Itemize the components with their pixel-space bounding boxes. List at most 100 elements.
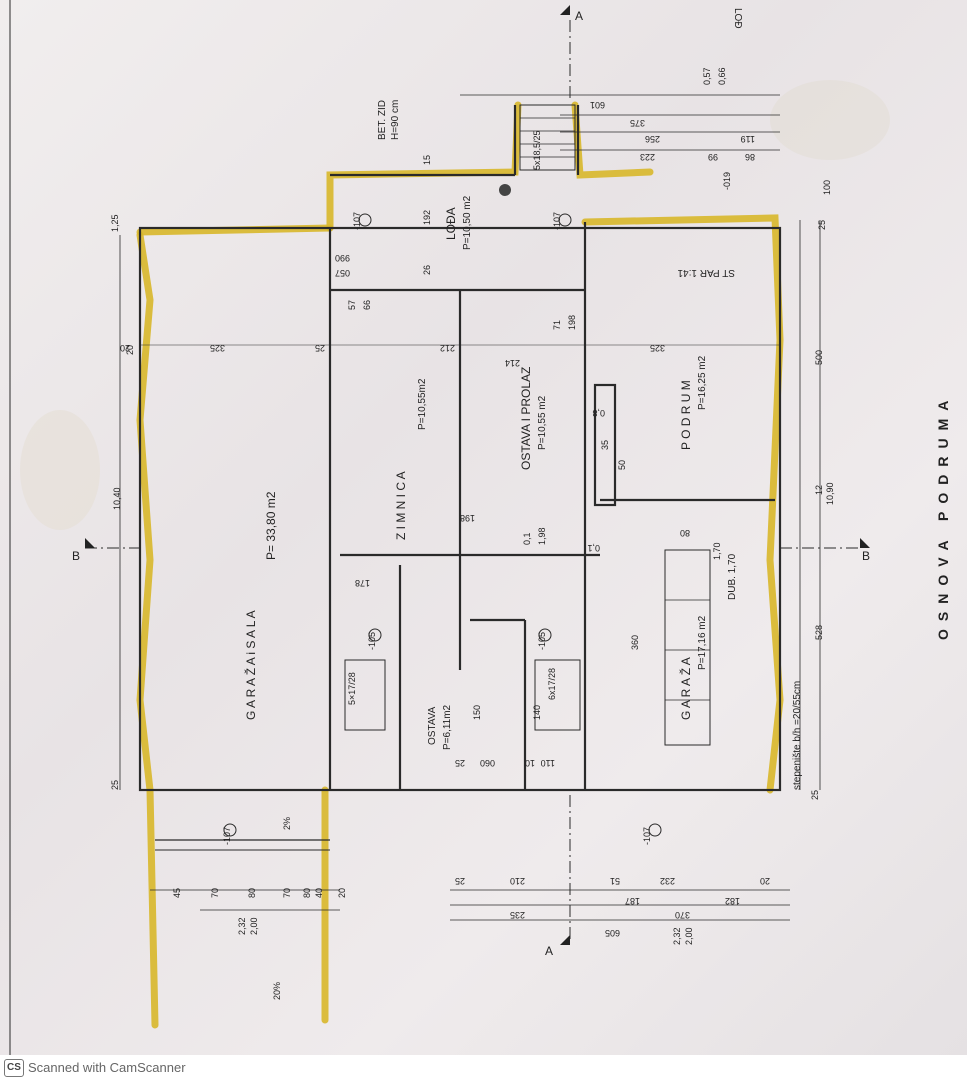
dimension-label: 235 — [510, 910, 525, 920]
section-marker-left: B — [72, 549, 80, 563]
room-storage-pass-area: P=10,55 m2 — [537, 395, 548, 450]
dims-right: 100 25 500 10,90 528 25 12 — [810, 180, 835, 800]
level-2: -107 — [552, 212, 562, 230]
dimension-label: 198 — [460, 513, 475, 523]
room-cellar-name: P O D R U M — [679, 380, 693, 450]
room-garage2-name: G A R A Ž A — [678, 657, 693, 720]
st-par-note: ST PAR 1:41 — [677, 267, 735, 278]
room-cellar-area: P=16,25 m2 — [697, 355, 708, 410]
dimension-label: 2,32 — [237, 917, 247, 935]
dimension-label: 198 — [567, 315, 577, 330]
dimension-label: 0,57 — [702, 67, 712, 85]
stairs — [344, 104, 711, 746]
dimension-label: 375 — [630, 118, 645, 128]
dimension-label: 1,98 — [537, 527, 547, 545]
depth-note: DUB. 1,70 — [727, 553, 738, 600]
stair-note: stepenište b/h =20/55cm — [792, 681, 803, 790]
scanner-footer: CS Scanned with CamScanner — [0, 1055, 967, 1080]
slope-note-2: 20% — [272, 982, 282, 1000]
dimension-label: 0,1 — [522, 532, 532, 545]
level-6: -107 — [642, 827, 652, 845]
camscanner-logo-icon: CS — [4, 1058, 24, 1077]
wall-note-line1: BET. ZID — [377, 100, 388, 140]
level-3: -105 — [367, 632, 377, 650]
room-garage-hall-area: P= 33,80 m2 — [264, 491, 278, 560]
stain — [20, 410, 100, 530]
dimension-label: 25 — [315, 343, 325, 353]
level-1: -107 — [352, 212, 362, 230]
dimension-label: 86 — [745, 152, 755, 162]
dimension-label: 25 — [110, 780, 120, 790]
floor-plan-drawing: OSNOVA PODRUMA A A B B LOĐ G A R A Ž A i… — [0, 0, 967, 1055]
stair-label-3: 6x17/28 — [547, 668, 557, 700]
dimension-label: 140 — [532, 705, 542, 720]
dimension-label: 214 — [505, 358, 520, 368]
dimension-label: 1,25 — [110, 214, 120, 232]
dimension-label: 0,1 — [587, 543, 600, 553]
dims-interior: 325 325 20 25 212 214 192 26 15 990 057 … — [120, 155, 722, 768]
dimension-label: 192 — [422, 210, 432, 225]
dimension-label: 0,66 — [717, 67, 727, 85]
dimension-label: 26 — [422, 265, 432, 275]
dimension-label: 2,32 — [672, 927, 682, 945]
dimension-label: 45 — [172, 888, 182, 898]
dimension-label: 178 — [355, 578, 370, 588]
room-loggia-area: P=10,50 m2 — [462, 195, 473, 250]
plan-title: OSNOVA PODRUMA — [935, 393, 951, 640]
dimension-label: 40 — [314, 888, 324, 898]
dimension-label: 2,00 — [249, 917, 259, 935]
dimension-label: 119 — [741, 134, 755, 144]
dimension-label: 99 — [708, 152, 718, 162]
dimension-label: 182 — [725, 896, 740, 906]
dimension-label: 51 — [610, 876, 620, 886]
dims-left: 1,25 10,40 25 20 — [110, 214, 135, 790]
level-5: -107 — [222, 827, 232, 845]
dimension-label: 528 — [814, 625, 824, 640]
dimension-label: 057 — [335, 268, 350, 278]
dimension-label: 15 — [422, 155, 432, 165]
dimension-label: 110 — [541, 758, 555, 768]
dimension-label: 232 — [660, 876, 675, 886]
dimension-label: 325 — [210, 343, 225, 353]
dimension-label: 500 — [814, 350, 824, 365]
dimension-label: 25 — [817, 220, 827, 230]
dimension-label: 0,8 — [592, 408, 605, 418]
dimension-label: 2,00 — [684, 927, 694, 945]
dimension-label: 060 — [480, 758, 495, 768]
dimension-label: 57 — [347, 300, 357, 310]
dimension-label: 20 — [337, 888, 347, 898]
room-storage-area: P=6,11m2 — [442, 704, 453, 750]
dims-bottom-left: 45 70 80 70 80 40 20 2,32 2,00 — [172, 888, 347, 935]
dimension-label: 990 — [335, 253, 350, 263]
dimension-label: 66 — [362, 300, 372, 310]
dimension-label: 150 — [472, 705, 482, 720]
dimension-label: 25 — [455, 758, 465, 768]
floor-plan-svg: OSNOVA PODRUMA A A B B LOĐ G A R A Ž A i… — [9, 0, 951, 1055]
stair-label-1: 5x18,5/25 — [532, 130, 542, 170]
dimension-label: 20 — [120, 343, 130, 353]
dimension-label: 70 — [210, 888, 220, 898]
section-marker-top: A — [575, 9, 583, 23]
slope-note: 2% — [282, 817, 292, 830]
scanner-footer-text: Scanned with CamScanner — [28, 1060, 186, 1075]
dimension-label: 10,40 — [112, 487, 122, 510]
dimension-label: 370 — [675, 910, 690, 920]
dimension-label: 256 — [645, 134, 660, 144]
dimension-label: 35 — [600, 440, 610, 450]
dimension-lines — [119, 94, 821, 921]
dimension-label: 187 — [625, 896, 640, 906]
corner-label: LOĐ — [732, 8, 743, 29]
dimension-label: 360 — [630, 635, 640, 650]
plan-labels: OSNOVA PODRUMA A A B B LOĐ G A R A Ž A i… — [72, 8, 951, 1000]
dimension-label: 100 — [822, 180, 832, 195]
level-4: -105 — [537, 632, 547, 650]
dimension-label: 1,70 — [712, 542, 722, 560]
dimension-label: 20 — [125, 345, 135, 355]
dims-bottom-right: 210 51 232 20 25 235 187 182 370 605 2,3… — [455, 876, 770, 945]
dimension-label: 605 — [605, 928, 620, 938]
room-storage-name: OSTAVA — [427, 706, 438, 745]
room-garage-hall-name: G A R A Ž A i S A L A — [243, 610, 258, 720]
dimension-label: 325 — [650, 343, 665, 353]
dimension-label: 223 — [640, 152, 655, 162]
